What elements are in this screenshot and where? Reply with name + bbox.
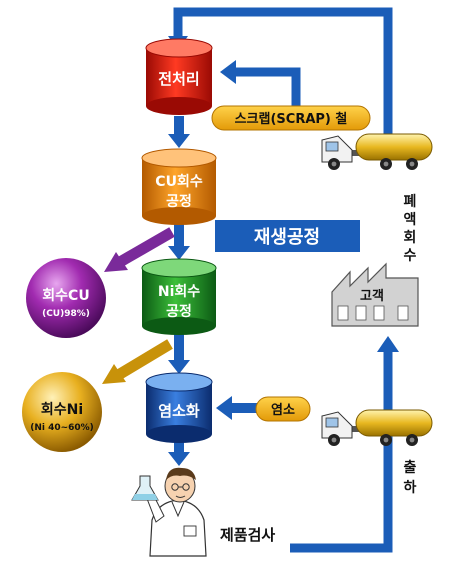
shipment-line — [290, 348, 393, 553]
recovered-cu-spec: (CU)98%) — [42, 309, 90, 319]
scrap-input-badge: 스크랩(SCRAP) 철 — [211, 105, 371, 131]
ni-recovery-cylinder: Ni회수 공정 — [141, 258, 217, 335]
recovered-ni-sphere: 회수Ni (Ni 40~60%) — [22, 372, 102, 452]
scrap-input-arrowhead — [220, 60, 236, 84]
scrap-input-label: 스크랩(SCRAP) 철 — [235, 111, 348, 127]
customer-factory-icon: 고객 — [331, 262, 419, 327]
shipment-label: 출 하 — [404, 459, 417, 496]
flow-chlor-to-inspection-arrowhead — [168, 452, 190, 466]
flow-cu-to-ni — [174, 222, 184, 250]
customer-label: 고객 — [360, 288, 384, 304]
shipment-arrowhead — [377, 336, 399, 352]
scientist-illustration — [131, 467, 207, 557]
shipment-char-1: 출 — [404, 459, 417, 476]
pretreatment-cylinder: 전처리 — [145, 38, 213, 115]
ni-recovery-label-line1: Ni회수 — [158, 284, 200, 300]
recovered-ni-label: 회수Ni — [41, 402, 83, 418]
flow-ni-to-chlor — [174, 330, 184, 364]
waste-recovery-char-1: 폐 — [404, 194, 417, 210]
waste-recovery-char-4: 수 — [404, 248, 417, 264]
cu-recovery-label-line1: CU회수 — [155, 174, 203, 190]
waste-recovery-char-3: 회 — [404, 230, 417, 246]
chlorination-cylinder: 염소화 — [145, 372, 213, 443]
flow-ni-to-chlor-arrowhead — [168, 360, 190, 374]
chlorine-input-badge: 염소 — [255, 396, 311, 422]
waste-recovery-char-2: 액 — [404, 211, 417, 228]
waste-recovery-truck-icon — [321, 133, 433, 170]
flow-pre-to-cu — [174, 116, 184, 138]
chlorine-input-line — [226, 403, 260, 413]
recovered-cu-sphere: 회수CU (CU)98%) — [26, 258, 106, 338]
return-loop-line — [173, 7, 393, 150]
cu-recovery-cylinder: CU회수 공정 — [141, 148, 217, 225]
product-inspection-label: 제품검사 — [220, 526, 275, 544]
recovered-cu-label: 회수CU — [42, 288, 89, 304]
chlorination-label: 염소화 — [158, 402, 200, 420]
shipment-truck-icon — [321, 409, 433, 446]
ni-recovery-label-line2: 공정 — [166, 303, 192, 320]
chlorine-input-arrowhead — [216, 396, 232, 420]
cu-recovery-label-line2: 공정 — [166, 193, 192, 210]
regeneration-process-label: 재생공정 — [254, 227, 320, 248]
recovered-ni-spec: (Ni 40~60%) — [30, 423, 94, 433]
scrap-input-line — [232, 67, 301, 114]
flow-cu-to-ni-arrowhead — [168, 246, 190, 260]
flow-pre-to-cu-arrowhead — [168, 134, 190, 148]
cu-product-arrow — [104, 227, 175, 272]
chlorine-input-label: 염소 — [271, 402, 295, 418]
flow-chlor-to-inspection — [174, 440, 184, 456]
shipment-char-2: 하 — [404, 479, 417, 496]
ni-product-arrow — [102, 339, 173, 384]
pretreatment-label: 전처리 — [158, 70, 199, 88]
regeneration-process-banner: 재생공정 — [215, 220, 360, 252]
waste-liquid-recovery-label: 폐 액 회 수 — [404, 194, 417, 264]
